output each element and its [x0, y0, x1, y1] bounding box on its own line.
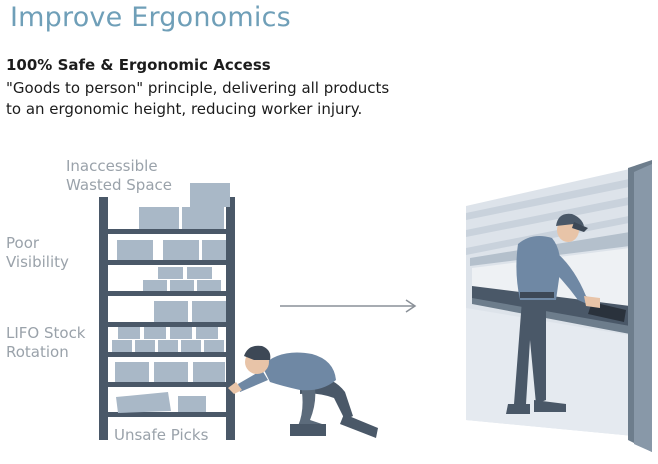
label-poor-visibility: Poor Visibility — [6, 234, 69, 272]
crouching-worker — [228, 345, 378, 438]
stock-boxes — [112, 183, 230, 413]
label-inaccessible-line1: Inaccessible — [66, 157, 158, 175]
label-lifo-stock-rotation: LIFO Stock Rotation — [6, 324, 86, 362]
storage-machine — [466, 160, 652, 452]
label-poor-line2: Visibility — [6, 253, 69, 271]
label-inaccessible-line2: Wasted Space — [66, 176, 172, 194]
label-lifo-line1: LIFO Stock — [6, 324, 86, 342]
page-title: Improve Ergonomics — [10, 2, 291, 33]
standing-worker — [506, 213, 600, 414]
traditional-shelving — [99, 197, 235, 440]
description-line-1: "Goods to person" principle, delivering … — [6, 79, 390, 97]
label-unsafe-picks: Unsafe Picks — [114, 426, 209, 444]
arrow-icon — [280, 299, 417, 313]
section-subtitle: 100% Safe & Ergonomic Access — [6, 56, 271, 74]
label-lifo-line2: Rotation — [6, 343, 69, 361]
description-line-2: to an ergonomic height, reducing worker … — [6, 100, 363, 118]
description: "Goods to person" principle, delivering … — [6, 78, 436, 120]
label-poor-line1: Poor — [6, 234, 40, 252]
label-inaccessible-wasted-space: Inaccessible Wasted Space — [66, 157, 172, 195]
